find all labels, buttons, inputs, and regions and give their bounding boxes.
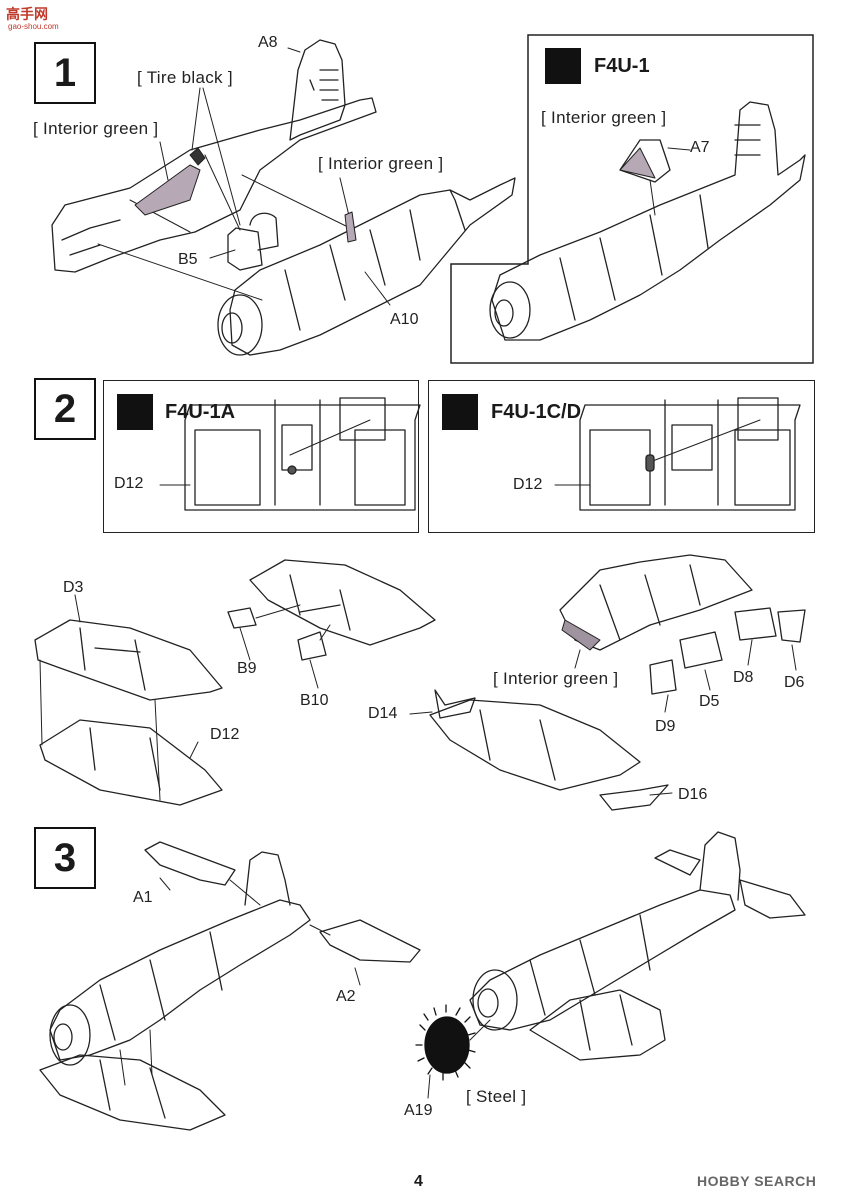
paint-callout-interior-green: [ Interior green ] [493, 669, 619, 688]
part-label-a8: A8 [258, 34, 278, 51]
f4u1a-inset-frame [103, 380, 419, 533]
variant-title-f4u1cd: F4U-1C/D [491, 401, 582, 423]
step-1-badge: 1 [34, 42, 96, 104]
step3-left-aircraft-drawing [39, 841, 421, 1131]
part-label-d16: D16 [678, 786, 708, 803]
f4u1cd-inset-frame [428, 380, 815, 533]
part-label-d9: D9 [655, 718, 676, 735]
watermark-logo: 高手网 [6, 6, 48, 22]
lower-wing-b-drawing [227, 559, 436, 689]
a19-steel-part [415, 1004, 476, 1081]
part-label-a1: A1 [133, 889, 153, 906]
part-label-b9: B9 [237, 660, 257, 677]
step1-fuselage-drawing [51, 39, 516, 356]
part-label-a10: A10 [390, 311, 419, 328]
f4u1-inset-drawing [489, 101, 806, 341]
watermark-url: gao-shou.com [8, 22, 59, 31]
part-label-d14: D14 [368, 705, 398, 722]
paint-callout-interior-green: [ Interior green ] [541, 108, 667, 127]
part-label-d6: D6 [784, 674, 805, 691]
paint-callout-interior-green: [ Interior green ] [33, 119, 159, 138]
part-label-d5: D5 [699, 693, 720, 710]
lower-wing-d14-drawing [409, 689, 673, 811]
part-label-d12: D12 [513, 476, 543, 493]
variant-icon [442, 394, 478, 430]
variant-title-f4u1a: F4U-1A [165, 401, 236, 423]
part-label-d12: D12 [210, 726, 240, 743]
variant-icon [117, 394, 153, 430]
f4u1cd-floor-drawing [554, 397, 801, 511]
part-label-a19: A19 [404, 1102, 433, 1119]
step3-right-aircraft-drawing [469, 831, 806, 1061]
footer-logo: HOBBY SEARCH [697, 1173, 817, 1189]
f4u1a-floor-drawing [159, 397, 421, 511]
f4u1-inset-frame [450, 34, 814, 364]
variant-icon [545, 48, 581, 84]
variant-title-f4u1: F4U-1 [594, 55, 650, 77]
part-label-d12: D12 [114, 475, 144, 492]
part-label-a2: A2 [336, 988, 356, 1005]
part-label-a7: A7 [690, 139, 710, 156]
part-label-d3: D3 [63, 579, 84, 596]
paint-callout-tire-black: [ Tire black ] [137, 68, 233, 87]
step-2-badge: 2 [34, 378, 96, 440]
step-3-badge: 3 [34, 827, 96, 889]
page-number: 4 [414, 1173, 423, 1190]
lower-wing-c-drawing [559, 554, 806, 713]
paint-callout-steel: [ Steel ] [466, 1087, 527, 1106]
lower-wing-d3-drawing [34, 594, 223, 806]
part-label-b10: B10 [300, 692, 329, 709]
paint-callout-interior-green: [ Interior green ] [318, 154, 444, 173]
part-label-d8: D8 [733, 669, 754, 686]
part-label-b5: B5 [178, 251, 198, 268]
